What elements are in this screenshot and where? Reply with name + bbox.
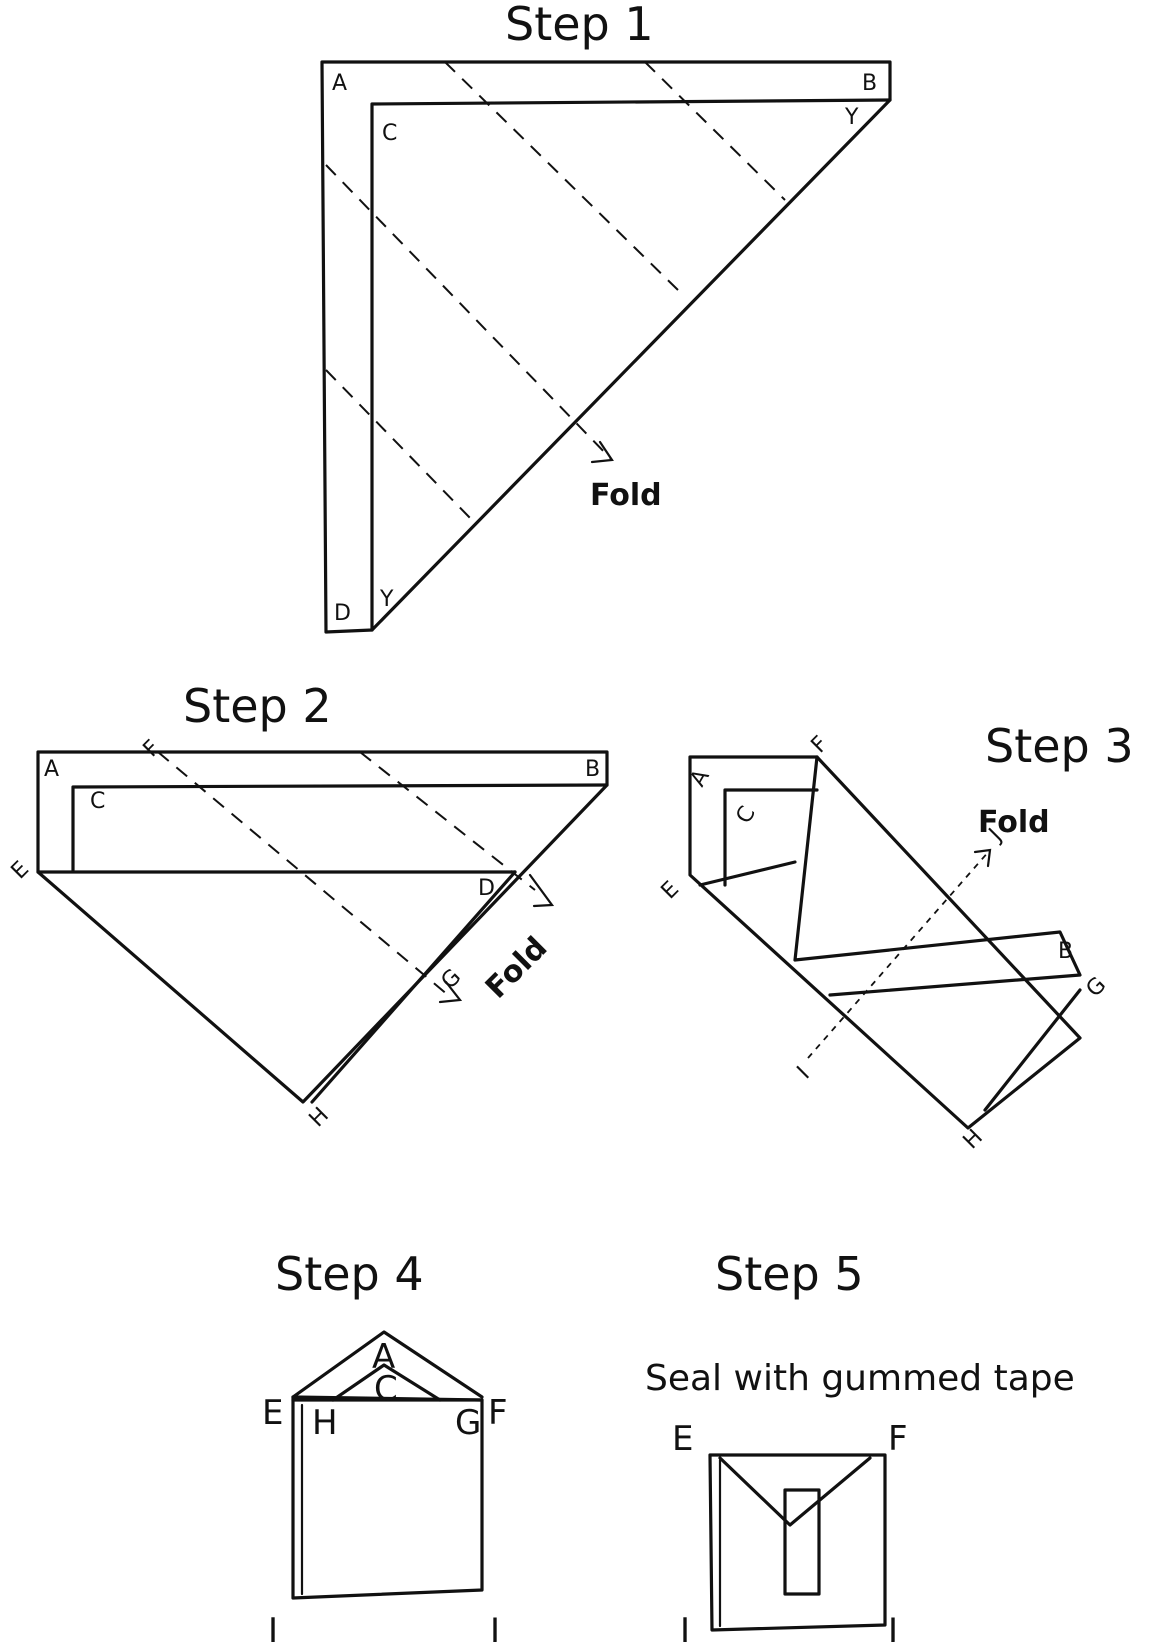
step-1-fold-line [325, 164, 613, 461]
step-5-title: Step 5 [715, 1247, 864, 1301]
step-2-label-b: B [585, 757, 600, 782]
step-2-label-c: C [90, 789, 105, 814]
step-2-label-a: A [44, 757, 59, 782]
step-1-outer-triangle [320, 60, 892, 634]
step-4-label-f: F [488, 1393, 508, 1433]
step-1-label-y-bottom: Y [379, 587, 394, 612]
step-1-inner-edge [370, 98, 892, 632]
step-3-flap-top [698, 860, 797, 887]
step-5-envelope-body [708, 1453, 887, 1632]
step-2-fold-arrow [528, 873, 555, 908]
step-3-label-c: C [732, 802, 761, 828]
step-1-fold-line [325, 369, 473, 521]
step-1-title: Step 1 [505, 0, 654, 51]
step-4-inner-flap [331, 1363, 442, 1402]
step-2-fold-line [157, 751, 449, 996]
step-5-gummed-tape [783, 1488, 821, 1596]
step-3-fold-label: Fold [978, 805, 1050, 840]
step-4-label-c: C [374, 1369, 398, 1409]
step-5-group: Step 5 Seal with gummed tape E F I J [645, 1247, 1075, 1642]
step-5-label-j: J [886, 1611, 898, 1642]
step-2-double-edge [310, 870, 517, 1104]
step-2-group: Step 2 Fold A B C D E F G H [7, 679, 609, 1132]
step-1-label-b: B [862, 71, 877, 96]
step-1-label-y-top: Y [844, 105, 859, 130]
step-2-fold-arrow [438, 980, 463, 1004]
step-3-label-g: G [1082, 972, 1112, 1002]
step-3-label-b: B [1058, 939, 1073, 964]
step-3-group: Step 3 Fold A B C E F G H I J [657, 719, 1134, 1154]
step-1-fold-line [644, 61, 786, 201]
step-2-outer-shape [36, 750, 609, 1104]
step-4-title: Step 4 [275, 1247, 424, 1301]
step-1-fold-arrow [590, 440, 614, 464]
step-4-label-a: A [372, 1337, 395, 1377]
step-3-label-e: E [657, 877, 685, 905]
step-2-label-f: F [139, 736, 166, 763]
step-1-label-d: D [334, 601, 351, 626]
step-3-outer-shape [688, 755, 1082, 1130]
step-2-label-e: E [7, 857, 35, 885]
step-3-fold-line [807, 849, 991, 1059]
step-2-fold-line [359, 751, 536, 891]
step-3-inner-flap [723, 788, 819, 887]
step-3-title: Step 3 [985, 719, 1134, 773]
step-5-note: Seal with gummed tape [645, 1358, 1075, 1399]
step-4-outer-flap [291, 1330, 484, 1399]
step-1-fold-line [444, 61, 681, 293]
step-2-label-d: D [478, 876, 495, 901]
step-5-flap-lines [718, 1456, 872, 1527]
step-3-folded-flap [793, 755, 1082, 997]
step-4-group: Step 4 A C E F G H I J [262, 1247, 508, 1642]
step-2-title: Step 2 [183, 679, 332, 733]
step-4-label-e: E [262, 1393, 283, 1433]
step-4-label-h: H [312, 1403, 338, 1443]
step-5-label-e: E [672, 1419, 693, 1459]
step-4-label-j: J [488, 1611, 500, 1642]
step-1-fold-label: Fold [590, 478, 662, 513]
step-5-label-i: I [680, 1611, 690, 1642]
step-4-label-g: G [455, 1403, 481, 1443]
step-2-label-h: H [305, 1103, 334, 1132]
step-1-label-c: C [382, 121, 397, 146]
step-2-fold-label: Fold [479, 930, 554, 1005]
step-3-double-edge [983, 988, 1082, 1112]
step-3-label-h: H [959, 1125, 988, 1154]
step-4-label-i: I [268, 1611, 278, 1642]
step-1-label-a: A [332, 71, 347, 96]
step-3-fold-arrow [973, 848, 992, 868]
step-5-label-f: F [888, 1419, 908, 1459]
step-2-inner-edge [71, 783, 609, 872]
step-3-label-i: I [793, 1062, 815, 1084]
step-3-label-f: F [807, 732, 834, 759]
step-1-group: Step 1 Fold A B C D Y Y [320, 0, 892, 634]
